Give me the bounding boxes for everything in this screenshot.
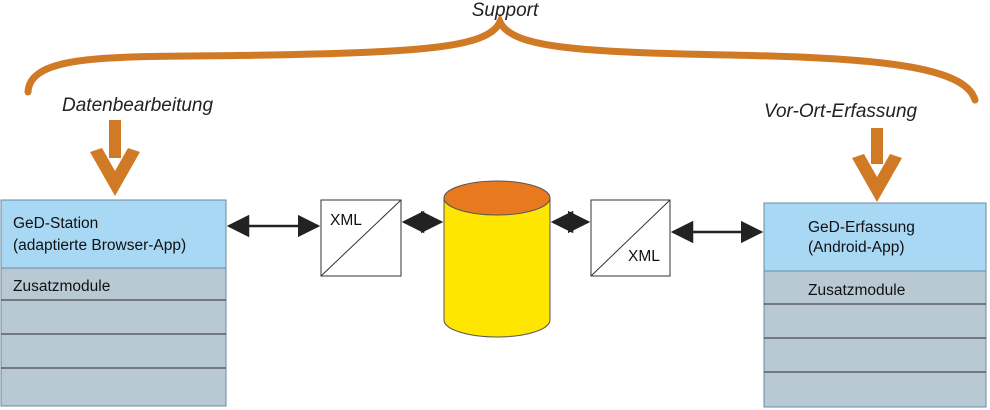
right-xml-label: XML (628, 248, 660, 265)
left-xml-label: XML (330, 212, 362, 229)
left-system-box: GeD-Station (adaptierte Browser-App) Zus… (0, 199, 227, 407)
left-down-arrow (90, 120, 140, 196)
left-system-header (0, 199, 227, 269)
left-system-title: GeD-Station (13, 215, 98, 232)
right-system-header (763, 202, 987, 272)
right-system-subtitle: (Android-App) (808, 239, 905, 256)
left-system-subtitle: (adaptierte Browser-App) (13, 237, 186, 254)
left-xml-box: XML (320, 199, 402, 277)
left-modules-panel (0, 267, 227, 407)
right-modules-panel (763, 270, 987, 408)
right-down-arrow (852, 128, 902, 202)
right-modules-label: Zusatzmodule (808, 282, 905, 299)
support-label: Support (472, 0, 539, 21)
right-system-title: GeD-Erfassung (808, 219, 915, 236)
right-xml-box: XML (590, 199, 671, 277)
left-modules-label: Zusatzmodule (13, 278, 110, 295)
right-system-box: GeD-Erfassung (Android-App) Zusatzmodule (763, 202, 987, 408)
right-role-label: Vor-Ort-Erfassung (764, 101, 918, 122)
support-brace (24, 13, 979, 104)
database-cylinder (443, 180, 551, 338)
left-role-label: Datenbearbeitung (62, 95, 213, 116)
